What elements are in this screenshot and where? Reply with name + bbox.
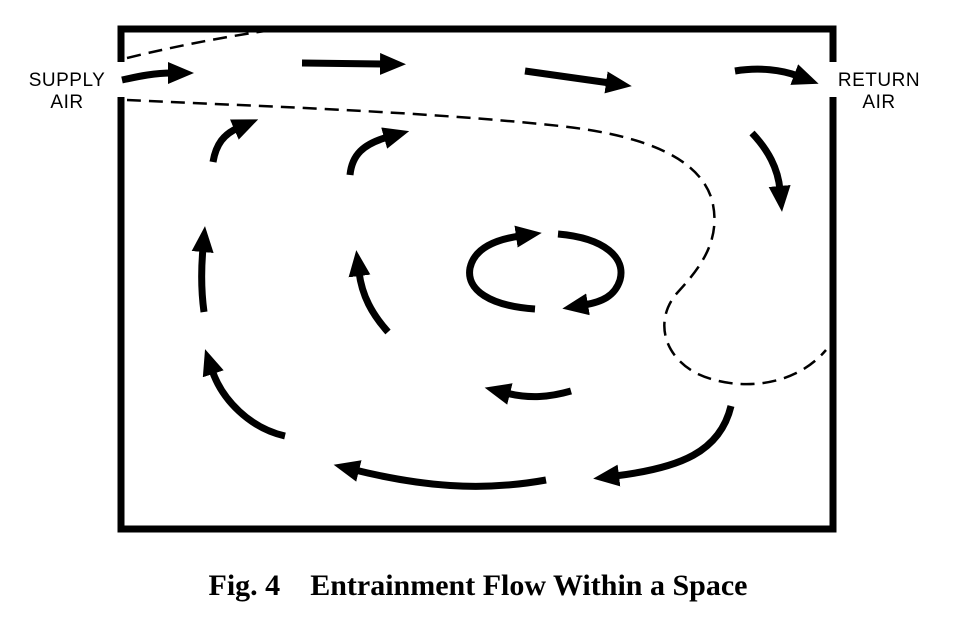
middle-loop-bottom-arrow — [484, 383, 572, 405]
figure-number: Fig. 4 — [208, 569, 281, 602]
supply-opening — [115, 62, 127, 97]
supply-air-label-line1: SUPPLY — [28, 70, 106, 91]
return-opening — [827, 62, 839, 97]
outer-loop-bottom-arrow — [333, 460, 547, 490]
outer-loop-right-bottom-arrow — [593, 405, 735, 487]
eddy-lower-arrow — [557, 230, 625, 316]
entrainment-boundary-upper — [126, 28, 273, 60]
entrainment-boundary-lower — [126, 98, 827, 386]
supply-air-label: SUPPLY AIR — [14, 70, 120, 114]
outer-loop-top-left-arrow — [209, 119, 259, 163]
return-arrow — [734, 64, 819, 85]
middle-loop-left-arrow — [348, 250, 391, 335]
figure-caption: Fig. 4 Entrainment Flow Within a Space — [0, 566, 956, 606]
right-down-arrow — [749, 130, 791, 212]
return-air-label: RETURN AIR — [826, 70, 932, 114]
supply-jet-arrow-3 — [524, 67, 632, 94]
return-air-label-line1: RETURN — [837, 70, 921, 91]
outer-loop-left-bottom-arrow — [202, 349, 286, 440]
outer-loop-left-arrow — [191, 226, 214, 313]
supply-air-label-line2: AIR — [50, 92, 84, 113]
eddy-upper-arrow — [466, 225, 542, 313]
return-air-label-line2: AIR — [862, 92, 896, 113]
supply-jet-arrow-1 — [121, 62, 194, 85]
figure-title: Entrainment Flow Within a Space — [310, 569, 748, 602]
supply-jet-arrow-2 — [301, 52, 406, 75]
middle-loop-top-left-arrow — [346, 127, 410, 176]
room-outline — [117, 25, 837, 533]
